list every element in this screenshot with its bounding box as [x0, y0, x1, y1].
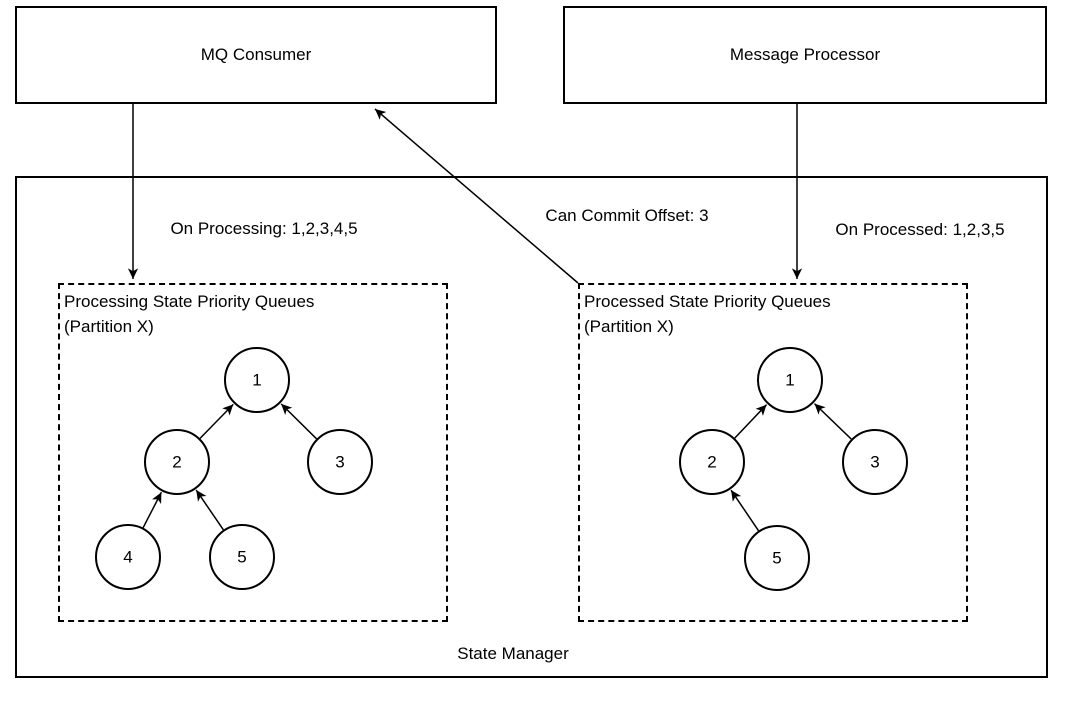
can-commit-offset-label: Can Commit Offset: 3 [545, 206, 709, 225]
processing-queue-title: Processing State Priority Queues (Partit… [60, 285, 446, 339]
mq-consumer-box: MQ Consumer [15, 6, 497, 104]
processing-queue-title-line2: (Partition X) [64, 317, 154, 336]
on-processing-label: On Processing: 1,2,3,4,5 [170, 219, 358, 238]
mq-consumer-label: MQ Consumer [200, 45, 312, 64]
processing-state-queue-box: Processing State Priority Queues (Partit… [58, 283, 448, 622]
processing-queue-title-line1: Processing State Priority Queues [64, 292, 315, 311]
processed-queue-title-line2: (Partition X) [584, 317, 674, 336]
processed-queue-title-line1: Processed State Priority Queues [584, 292, 831, 311]
message-processor-label: Message Processor [729, 45, 881, 64]
processed-queue-title: Processed State Priority Queues (Partiti… [580, 285, 966, 339]
on-processed-label: On Processed: 1,2,3,5 [835, 220, 1005, 239]
message-processor-box: Message Processor [563, 6, 1047, 104]
state-manager-label: State Manager [457, 644, 569, 663]
processed-state-queue-box: Processed State Priority Queues (Partiti… [578, 283, 968, 622]
